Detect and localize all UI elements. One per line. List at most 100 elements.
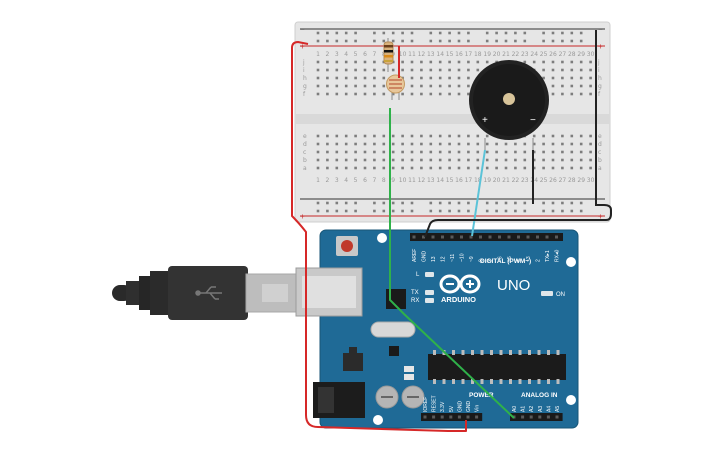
breadboard-hole[interactable] <box>495 166 498 170</box>
breadboard-hole[interactable] <box>316 68 320 72</box>
breadboard-hole[interactable] <box>335 76 339 80</box>
breadboard-hole[interactable] <box>354 92 357 96</box>
rail-hole[interactable] <box>335 209 339 213</box>
breadboard-hole[interactable] <box>551 92 555 96</box>
breadboard-hole[interactable] <box>514 158 517 162</box>
rail-hole[interactable] <box>457 39 461 43</box>
rail-hole[interactable] <box>579 31 583 35</box>
rail-hole[interactable] <box>335 201 339 205</box>
rail-hole[interactable] <box>373 39 376 43</box>
breadboard-hole[interactable] <box>448 150 451 154</box>
breadboard-hole[interactable] <box>448 76 451 80</box>
breadboard-hole[interactable] <box>429 92 433 96</box>
breadboard-hole[interactable] <box>354 60 357 64</box>
breadboard-hole[interactable] <box>561 142 564 146</box>
header-pin[interactable] <box>449 415 453 419</box>
header-pin[interactable] <box>526 235 530 239</box>
breadboard-hole[interactable] <box>335 150 339 154</box>
breadboard-hole[interactable] <box>420 68 423 72</box>
header-pin[interactable] <box>412 235 416 239</box>
rail-hole[interactable] <box>495 31 498 35</box>
rail-hole[interactable] <box>391 31 395 35</box>
breadboard-hole[interactable] <box>410 76 414 80</box>
breadboard-hole[interactable] <box>363 150 367 154</box>
breadboard-hole[interactable] <box>476 142 480 146</box>
breadboard-hole[interactable] <box>410 150 414 154</box>
rail-hole[interactable] <box>523 39 527 43</box>
rail-hole[interactable] <box>382 39 386 43</box>
breadboard-hole[interactable] <box>363 76 367 80</box>
breadboard-hole[interactable] <box>335 92 339 96</box>
rail-hole[interactable] <box>570 201 574 205</box>
breadboard-hole[interactable] <box>335 158 339 162</box>
breadboard-hole[interactable] <box>467 68 470 72</box>
breadboard-hole[interactable] <box>532 134 536 138</box>
breadboard-hole[interactable] <box>373 92 376 96</box>
breadboard-hole[interactable] <box>579 68 583 72</box>
breadboard-hole[interactable] <box>532 166 536 170</box>
breadboard-hole[interactable] <box>382 84 386 88</box>
rail-hole[interactable] <box>561 201 564 205</box>
header-pin[interactable] <box>529 415 533 419</box>
rail-hole[interactable] <box>410 201 414 205</box>
breadboard-hole[interactable] <box>457 158 461 162</box>
breadboard-hole[interactable] <box>448 142 451 146</box>
rail-hole[interactable] <box>504 209 508 213</box>
breadboard-hole[interactable] <box>570 158 574 162</box>
breadboard-hole[interactable] <box>495 150 498 154</box>
breadboard-hole[interactable] <box>344 150 348 154</box>
breadboard-hole[interactable] <box>561 60 564 64</box>
rail-hole[interactable] <box>373 201 376 205</box>
breadboard-hole[interactable] <box>457 68 461 72</box>
breadboard-hole[interactable] <box>551 84 555 88</box>
breadboard-hole[interactable] <box>363 166 367 170</box>
wire-black-gnd[interactable] <box>424 30 612 238</box>
breadboard-hole[interactable] <box>373 158 376 162</box>
breadboard-hole[interactable] <box>326 84 329 88</box>
rail-hole[interactable] <box>542 39 545 43</box>
breadboard-hole[interactable] <box>401 68 404 72</box>
breadboard-hole[interactable] <box>335 134 339 138</box>
breadboard-hole[interactable] <box>420 92 423 96</box>
breadboard-hole[interactable] <box>410 84 414 88</box>
rail-hole[interactable] <box>448 201 451 205</box>
header-pin[interactable] <box>450 235 454 239</box>
breadboard-hole[interactable] <box>410 166 414 170</box>
rail-hole[interactable] <box>485 201 489 205</box>
breadboard-hole[interactable] <box>354 158 357 162</box>
breadboard-hole[interactable] <box>335 84 339 88</box>
rail-hole[interactable] <box>457 201 461 205</box>
piezo-buzzer[interactable]: + − <box>469 60 549 150</box>
breadboard-hole[interactable] <box>457 166 461 170</box>
breadboard-hole[interactable] <box>589 84 592 88</box>
breadboard-hole[interactable] <box>335 68 339 72</box>
rail-hole[interactable] <box>551 201 555 205</box>
breadboard-hole[interactable] <box>448 68 451 72</box>
breadboard-hole[interactable] <box>354 150 357 154</box>
breadboard-hole[interactable] <box>429 134 433 138</box>
breadboard-hole[interactable] <box>579 166 583 170</box>
breadboard-hole[interactable] <box>485 150 489 154</box>
breadboard-hole[interactable] <box>420 84 423 88</box>
breadboard-hole[interactable] <box>551 76 555 80</box>
breadboard-hole[interactable] <box>457 142 461 146</box>
breadboard-hole[interactable] <box>410 60 414 64</box>
breadboard-hole[interactable] <box>561 84 564 88</box>
header-pin[interactable] <box>422 235 425 239</box>
breadboard-hole[interactable] <box>316 166 320 170</box>
rail-hole[interactable] <box>429 201 433 205</box>
rail-hole[interactable] <box>438 31 442 35</box>
header-pin[interactable] <box>555 235 558 239</box>
breadboard-hole[interactable] <box>429 76 433 80</box>
breadboard-hole[interactable] <box>570 84 574 88</box>
breadboard-hole[interactable] <box>579 134 583 138</box>
breadboard-hole[interactable] <box>448 158 451 162</box>
breadboard-hole[interactable] <box>476 68 480 72</box>
breadboard-hole[interactable] <box>354 134 357 138</box>
breadboard-hole[interactable] <box>429 60 433 64</box>
breadboard-hole[interactable] <box>438 166 442 170</box>
breadboard-hole[interactable] <box>363 84 367 88</box>
breadboard-hole[interactable] <box>363 68 367 72</box>
header-pin[interactable] <box>538 415 542 419</box>
rail-hole[interactable] <box>467 31 470 35</box>
